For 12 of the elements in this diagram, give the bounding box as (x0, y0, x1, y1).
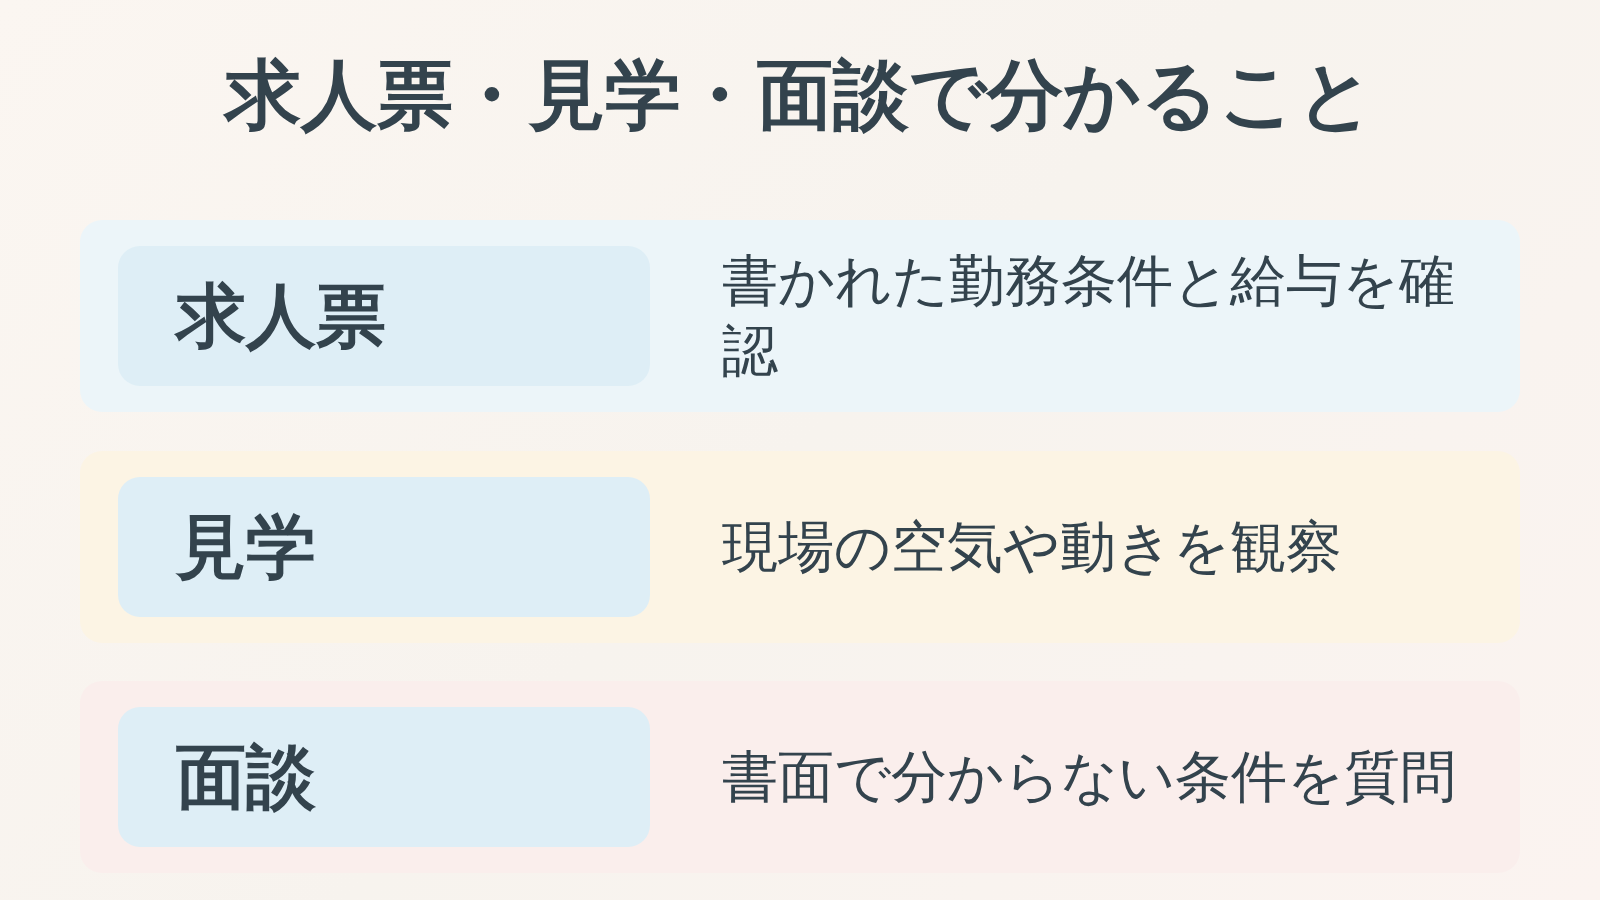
category-label: 面談 (176, 737, 316, 817)
description-text: 書かれた勤務条件と給与を確認 (722, 247, 1456, 385)
category-label: 求人票 (176, 276, 386, 356)
description-text: 現場の空気や動きを観察 (722, 513, 1343, 581)
row-panel (80, 681, 1520, 873)
description-text: 書面で分からない条件を質問 (722, 743, 1457, 811)
title: 求人票・見学・面談で分かること (222, 49, 1376, 141)
category-box (118, 477, 650, 617)
row-panel (80, 451, 1520, 643)
category-label: 見学 (176, 507, 316, 587)
category-box (118, 707, 650, 847)
row-panel (80, 220, 1520, 412)
